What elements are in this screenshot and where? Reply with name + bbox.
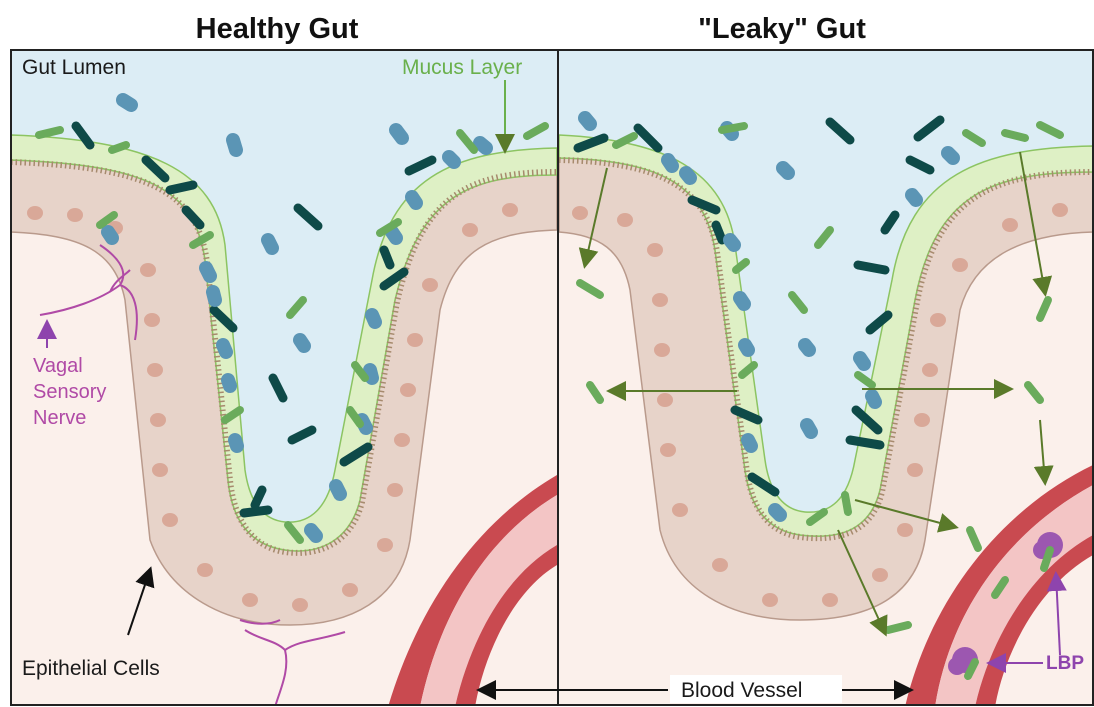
- vagal-label-3: Nerve: [33, 407, 86, 429]
- gut-lumen-label: Gut Lumen: [22, 56, 126, 79]
- epithelial-cells-label: Epithelial Cells: [22, 657, 160, 680]
- leaky-gut-panel: LBP: [559, 50, 1093, 707]
- vagal-label-1: Vagal: [33, 355, 83, 377]
- healthy-gut-panel: Gut Lumen Mucus Layer Vagal Sensory Nerv…: [11, 50, 557, 707]
- lbp-label: LBP: [1046, 653, 1084, 674]
- leaky-gut-title: "Leaky" Gut: [698, 13, 866, 45]
- vagal-label-2: Sensory: [33, 381, 106, 403]
- blood-vessel-label: Blood Vessel: [681, 679, 802, 702]
- mucus-layer-label: Mucus Layer: [402, 56, 522, 79]
- healthy-gut-title: Healthy Gut: [196, 13, 359, 45]
